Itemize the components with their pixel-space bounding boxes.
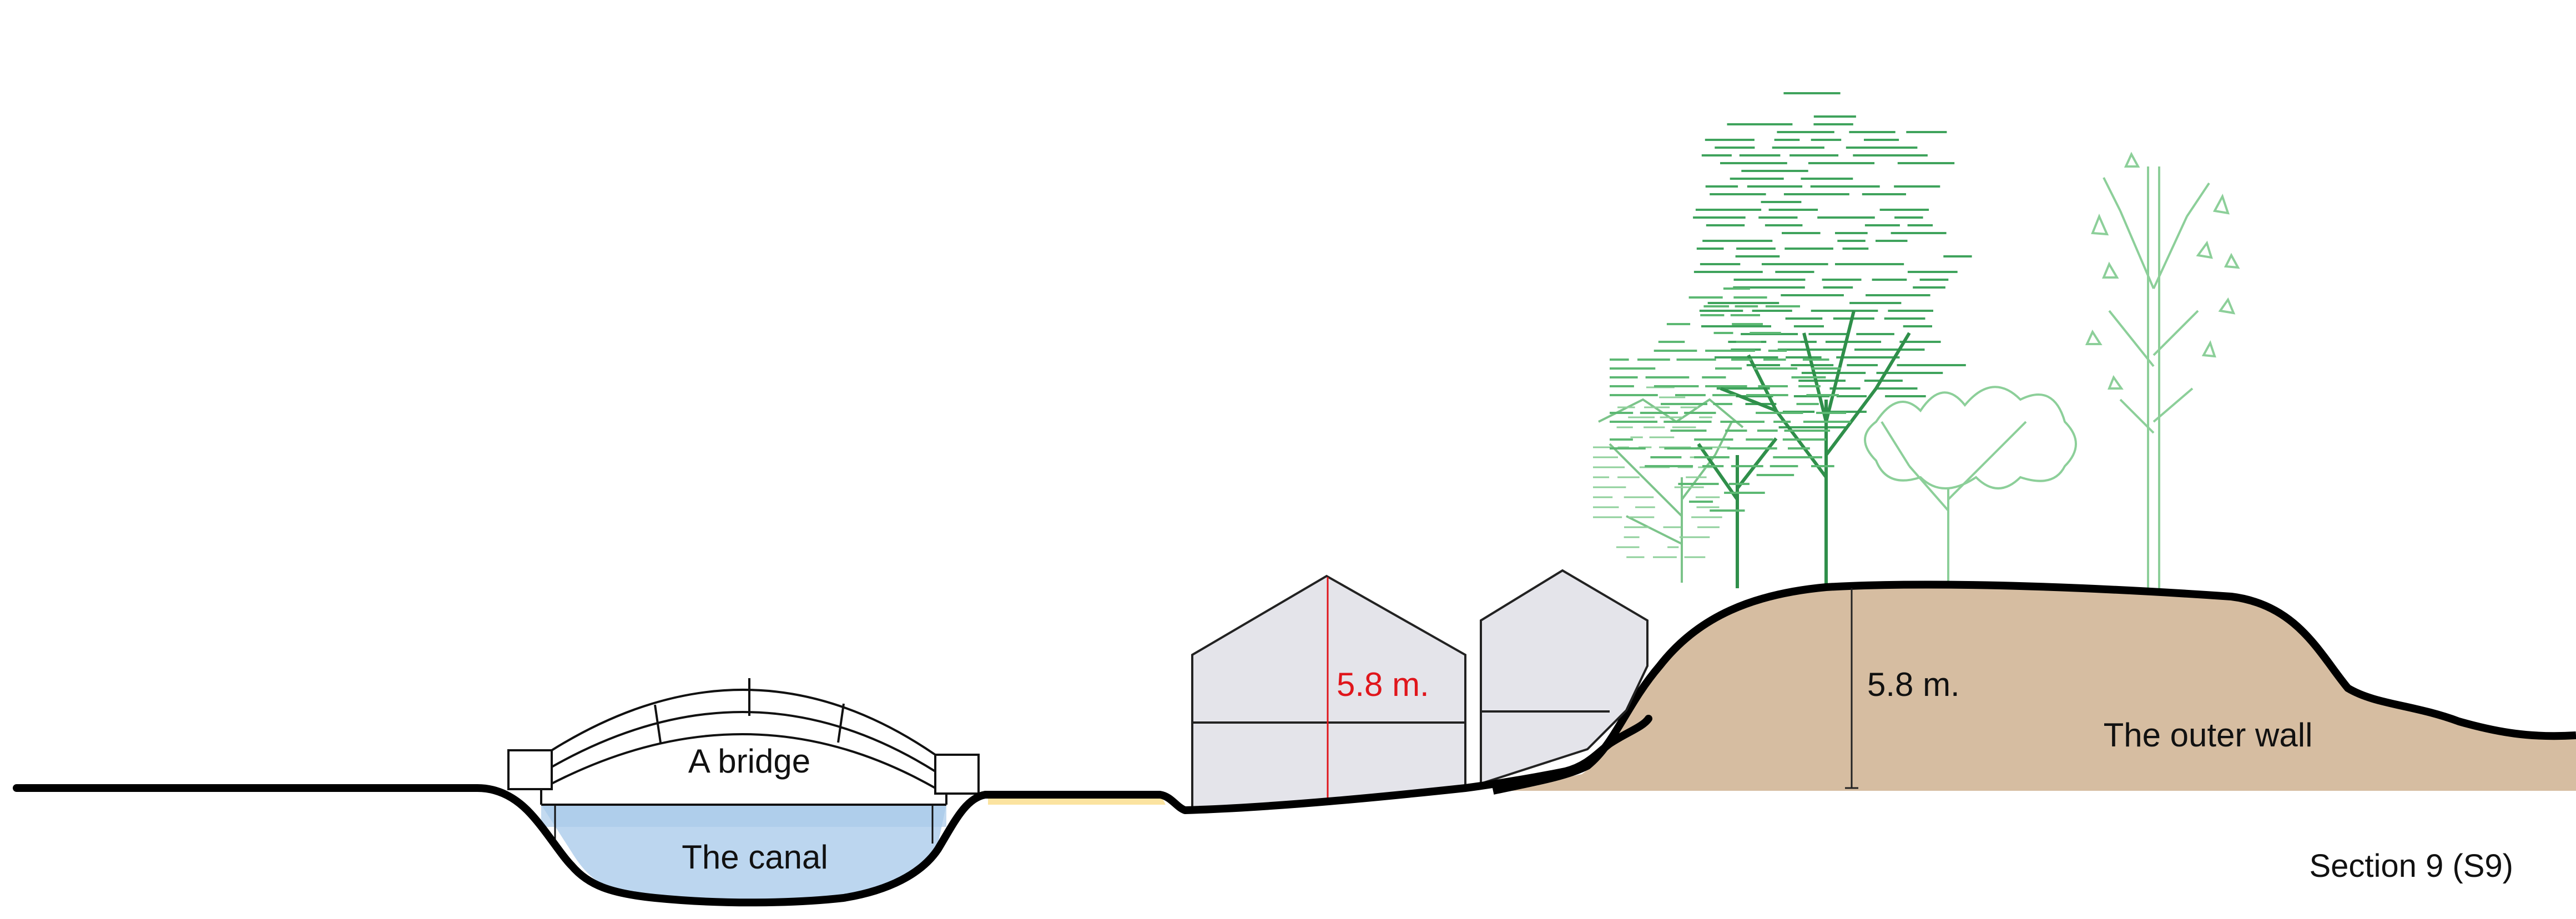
bridge-arch-icon: [507, 678, 980, 844]
tree-icon: [1610, 287, 1851, 512]
building-height-label: 5.8 m.: [1337, 666, 1429, 703]
canal-water: [541, 805, 946, 900]
canal-label: The canal: [682, 839, 828, 876]
building-icon: [1191, 574, 1466, 812]
ground-line: [13, 715, 1652, 907]
building-icon: [1480, 569, 1649, 785]
section-label: Section 9 (S9): [2309, 848, 2513, 884]
tree-icon: [1864, 386, 2077, 588]
outer-wall-outline: [1492, 580, 2576, 795]
outer-wall-mound: [1499, 584, 2576, 791]
outer-wall-label: The outer wall: [2104, 716, 2313, 754]
wall-height-label: 5.8 m.: [1867, 666, 1960, 703]
trees-group: [1593, 92, 2240, 588]
bridge-label: A bridge: [688, 743, 810, 780]
canal-water-band: [541, 805, 946, 827]
tree-icon: [2085, 152, 2240, 588]
tree-icon: [1693, 92, 1972, 588]
